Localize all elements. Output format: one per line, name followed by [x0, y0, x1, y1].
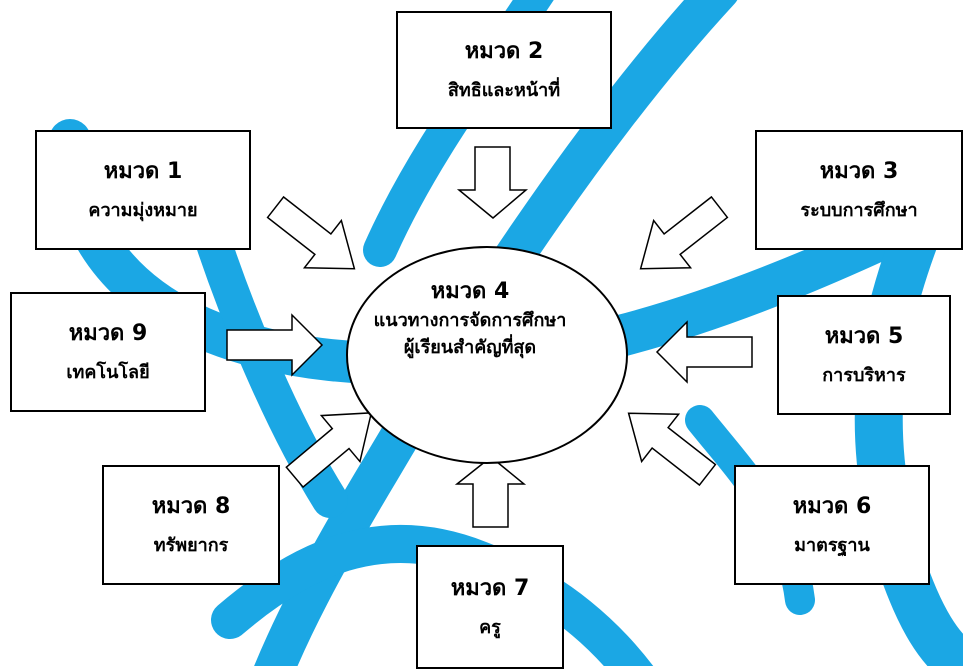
- box-chapter-3: หมวด 3 ระบบการศึกษา: [755, 130, 963, 250]
- box-chapter-9-title: หมวด 9: [68, 321, 148, 346]
- center-title: หมวด 4: [430, 279, 510, 304]
- box-chapter-1-title: หมวด 1: [103, 159, 183, 184]
- box-chapter-6: หมวด 6 มาตรฐาน: [734, 465, 930, 585]
- box-chapter-6-title: หมวด 6: [792, 494, 872, 519]
- arrow-from-box-5: [655, 320, 753, 384]
- box-chapter-8: หมวด 8 ทรัพยากร: [102, 465, 280, 585]
- box-chapter-1-subtitle: ความมุ่งหมาย: [88, 199, 198, 221]
- center-label: หมวด 4 แนวทางการจัดการศึกษา ผู้เรียนสำคั…: [330, 278, 610, 362]
- arrow-from-box-8: [285, 412, 373, 489]
- box-chapter-9: หมวด 9 เทคโนโลยี: [10, 292, 206, 412]
- box-chapter-5-subtitle: การบริหาร: [822, 364, 906, 386]
- arrow-from-box-6: [627, 412, 717, 487]
- center-ellipse: [346, 246, 628, 464]
- box-chapter-7-title: หมวด 7: [450, 576, 530, 601]
- arrow-from-box-7: [454, 456, 527, 528]
- box-chapter-2: หมวด 2 สิทธิและหน้าที่: [396, 11, 612, 129]
- box-chapter-1: หมวด 1 ความมุ่งหมาย: [35, 130, 251, 250]
- box-chapter-2-title: หมวด 2: [464, 39, 544, 64]
- center-line-1: แนวทางการจัดการศึกษา: [373, 309, 567, 331]
- arrow-from-box-1: [266, 195, 356, 270]
- arrow-from-box-9: [226, 313, 324, 377]
- box-chapter-3-subtitle: ระบบการศึกษา: [800, 199, 918, 221]
- arrow-from-box-2: [456, 146, 529, 219]
- center-line-2: ผู้เรียนสำคัญที่สุด: [403, 337, 537, 359]
- box-chapter-8-title: หมวด 8: [151, 494, 231, 519]
- box-chapter-8-subtitle: ทรัพยากร: [153, 534, 229, 556]
- box-chapter-3-title: หมวด 3: [819, 159, 899, 184]
- box-chapter-7: หมวด 7 ครู: [416, 545, 564, 669]
- box-chapter-5: หมวด 5 การบริหาร: [777, 295, 951, 415]
- box-chapter-5-title: หมวด 5: [824, 324, 904, 349]
- box-chapter-7-subtitle: ครู: [479, 616, 501, 638]
- box-chapter-2-subtitle: สิทธิและหน้าที่: [447, 79, 561, 101]
- arrow-from-box-3: [639, 195, 729, 270]
- box-chapter-9-subtitle: เทคโนโลยี: [66, 361, 150, 383]
- box-chapter-6-subtitle: มาตรฐาน: [794, 534, 870, 556]
